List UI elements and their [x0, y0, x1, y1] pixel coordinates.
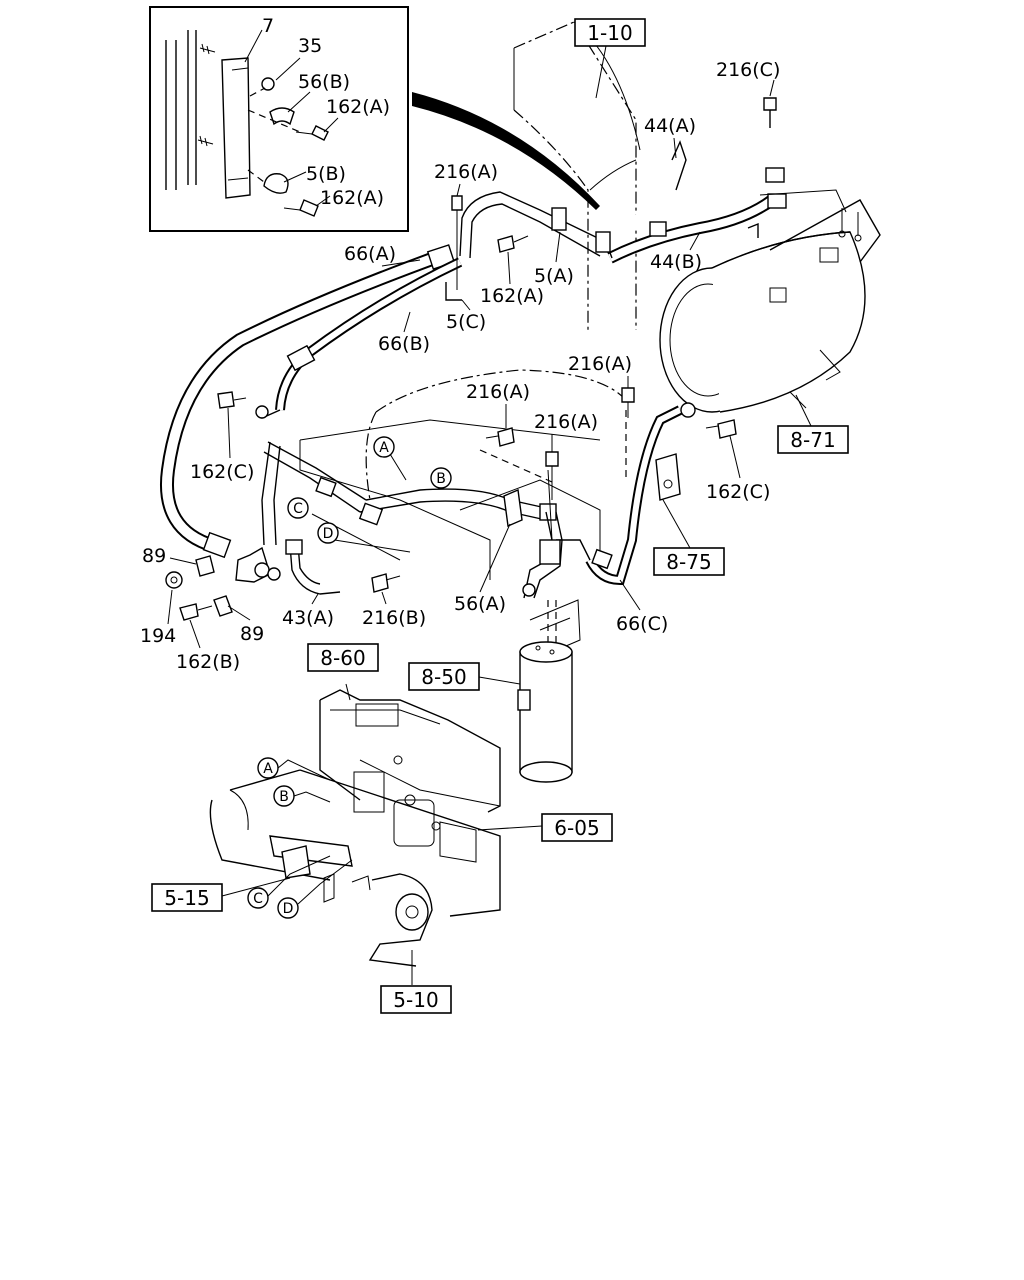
svg-text:D: D: [283, 901, 294, 917]
label-66c: 66(C): [616, 613, 668, 635]
label-5b: 5(B): [306, 163, 346, 185]
marker-d-upper: D: [317, 522, 339, 544]
ref-box-5-15[interactable]: 5-15: [151, 883, 223, 912]
label-7: 7: [262, 15, 274, 37]
marker-a-upper: A: [373, 436, 395, 458]
marker-b-upper: B: [430, 467, 452, 489]
marker-b-lower: B: [273, 785, 295, 807]
label-89-top: 89: [142, 545, 166, 567]
ref-box-5-10-label: 5-10: [393, 988, 438, 1012]
label-216c: 216(C): [716, 59, 780, 81]
label-216a-upper-right: 216(A): [568, 353, 632, 375]
marker-c-upper: C: [287, 497, 309, 519]
marker-d-lower: D: [277, 897, 299, 919]
svg-text:D: D: [323, 526, 334, 542]
ref-box-8-71-label: 8-71: [790, 428, 835, 452]
leader-1-10: [595, 45, 607, 99]
label-89-bottom: 89: [240, 623, 264, 645]
svg-text:A: A: [263, 761, 273, 777]
ref-box-5-15-label: 5-15: [164, 886, 209, 910]
label-44b: 44(B): [650, 251, 702, 273]
label-43a: 43(A): [282, 607, 334, 629]
label-66a: 66(A): [344, 243, 396, 265]
receiver-pipes: [522, 469, 591, 650]
svg-text:A: A: [379, 440, 389, 456]
label-194: 194: [140, 625, 176, 647]
label-162b: 162(B): [176, 651, 240, 673]
marker-a-lower: A: [257, 757, 279, 779]
label-162c-right: 162(C): [706, 481, 770, 503]
crossmember: [299, 369, 627, 580]
lower-assembly: [209, 683, 543, 985]
label-5a: 5(A): [534, 265, 574, 287]
ref-box-8-60[interactable]: 8-60: [307, 643, 379, 672]
lower-marker-leaders: [267, 759, 353, 905]
ref-box-5-10[interactable]: 5-10: [380, 985, 452, 1014]
ref-box-6-05-label: 6-05: [554, 816, 599, 840]
label-35: 35: [298, 35, 322, 57]
ref-box-8-50-label: 8-50: [421, 665, 466, 689]
label-56b: 56(B): [298, 71, 350, 93]
label-162c-left: 162(C): [190, 461, 254, 483]
detail-inset: [149, 6, 409, 232]
ref-box-6-05[interactable]: 6-05: [541, 813, 613, 842]
ref-box-8-75-label: 8-75: [666, 550, 711, 574]
ref-box-8-71[interactable]: 8-71: [777, 425, 849, 454]
hose-66c: [585, 402, 696, 586]
label-216a-right-mid: 216(A): [534, 411, 598, 433]
detail-pointer-arrow: [412, 92, 600, 210]
label-216b: 216(B): [362, 607, 426, 629]
receiver-dryer: [517, 599, 581, 783]
upper-pipe-run: [445, 97, 777, 301]
pipe-ab-run: [261, 441, 557, 546]
marker-c-lower: C: [247, 887, 269, 909]
left-lower-fittings: [165, 387, 737, 621]
ref-box-1-10[interactable]: 1-10: [574, 18, 646, 47]
guide-lines: [311, 453, 411, 561]
svg-text:B: B: [279, 789, 289, 805]
ref-box-8-75[interactable]: 8-75: [653, 547, 725, 576]
label-66b: 66(B): [378, 333, 430, 355]
svg-text:C: C: [253, 891, 263, 907]
svg-text:C: C: [293, 501, 303, 517]
svg-text:B: B: [436, 471, 446, 487]
label-216a-mid: 216(A): [466, 381, 530, 403]
label-216a-top: 216(A): [434, 161, 498, 183]
label-5c: 5(C): [446, 311, 486, 333]
ref-box-1-10-label: 1-10: [587, 21, 632, 45]
hose-44-assembly: [603, 140, 847, 264]
compressor: [659, 199, 881, 429]
label-162a-main: 162(A): [480, 285, 544, 307]
label-56a: 56(A): [454, 593, 506, 615]
label-44a: 44(A): [644, 115, 696, 137]
ref-box-8-50[interactable]: 8-50: [408, 662, 480, 691]
hose-66b: [255, 257, 463, 419]
leader-8-50: [478, 676, 521, 685]
label-162a-inset-1: 162(A): [326, 96, 390, 118]
label-leaders: [167, 79, 775, 649]
label-162a-inset-2: 162(A): [320, 187, 384, 209]
engine-outline: [513, 21, 641, 330]
ref-box-8-60-label: 8-60: [320, 646, 365, 670]
